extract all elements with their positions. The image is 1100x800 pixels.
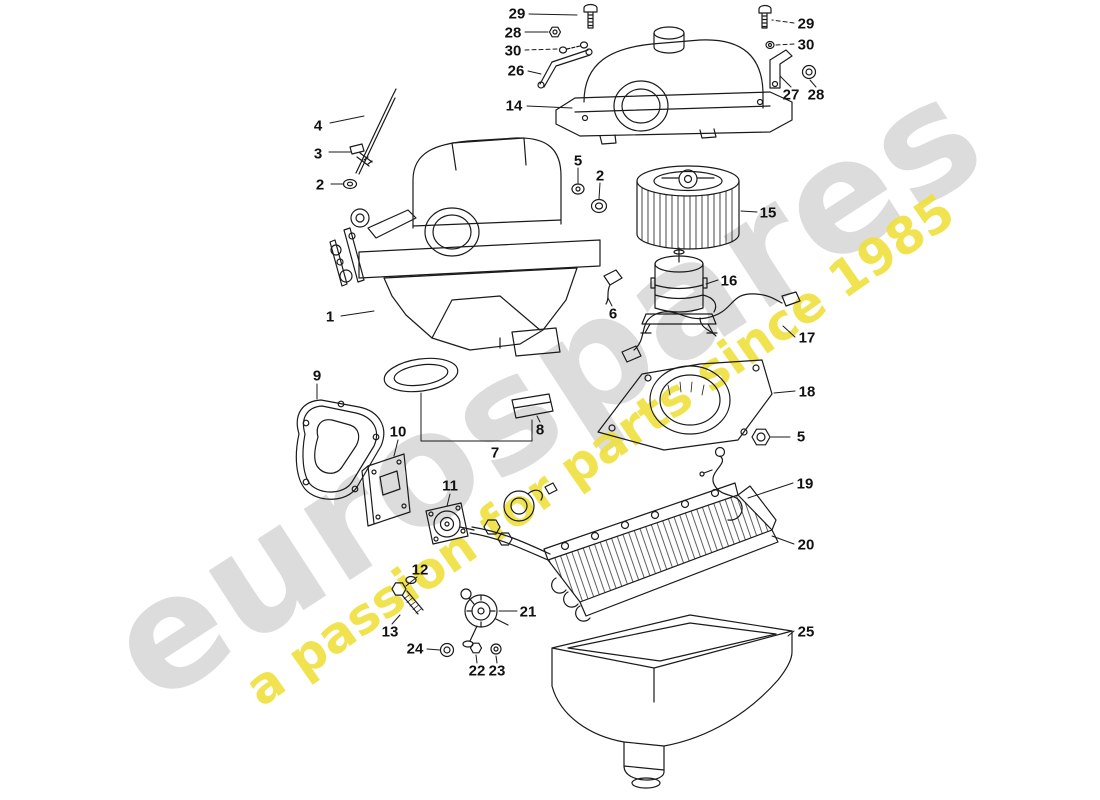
water-valve xyxy=(425,482,558,545)
part-callout-14[interactable]: 14 xyxy=(505,97,523,115)
washer-30-right xyxy=(765,40,775,50)
part-callout-30[interactable]: 30 xyxy=(504,42,522,60)
evaporator-core xyxy=(469,482,779,622)
bracket-27 xyxy=(769,49,793,89)
part-callout-7[interactable]: 7 xyxy=(490,444,500,462)
bolt-12-13 xyxy=(391,575,424,615)
nut-28-left xyxy=(548,26,562,38)
part-callout-24[interactable]: 24 xyxy=(406,640,424,658)
blower-cover xyxy=(555,26,793,145)
part-callout-9[interactable]: 9 xyxy=(312,367,322,385)
part-callout-28[interactable]: 28 xyxy=(504,24,522,42)
seal-plate xyxy=(295,399,385,500)
gasket-ring-7 xyxy=(383,357,459,393)
mounting-plate xyxy=(597,359,773,451)
leader-lines xyxy=(316,13,817,664)
blower-motor xyxy=(640,247,718,334)
part-callout-26[interactable]: 26 xyxy=(507,62,525,80)
part-callout-28[interactable]: 28 xyxy=(807,86,825,104)
nut-22 xyxy=(469,642,483,654)
part-callout-29[interactable]: 29 xyxy=(797,15,815,33)
part-callout-15[interactable]: 15 xyxy=(759,204,777,222)
bolt-29-right xyxy=(758,4,772,29)
part-callout-12[interactable]: 12 xyxy=(411,561,429,579)
part-callout-1[interactable]: 1 xyxy=(325,308,335,326)
washers-30-left xyxy=(558,41,589,54)
part-callout-2[interactable]: 2 xyxy=(595,167,605,185)
clip-6 xyxy=(603,269,623,305)
part-callout-30[interactable]: 30 xyxy=(797,36,815,54)
fan-wheel xyxy=(636,165,740,250)
grommet-28-right xyxy=(801,64,817,80)
part-callout-8[interactable]: 8 xyxy=(535,421,545,439)
part-callout-20[interactable]: 20 xyxy=(797,536,815,554)
expansion-valve xyxy=(460,588,509,648)
part-callout-5[interactable]: 5 xyxy=(796,428,806,446)
part-callout-6[interactable]: 6 xyxy=(608,305,618,323)
part-callout-11[interactable]: 11 xyxy=(442,477,458,495)
part-callout-3[interactable]: 3 xyxy=(313,145,323,163)
part-callout-19[interactable]: 19 xyxy=(796,475,814,493)
part-callout-2[interactable]: 2 xyxy=(315,176,325,194)
part-callout-10[interactable]: 10 xyxy=(389,423,407,441)
heater-housing xyxy=(329,137,601,357)
part-callout-21[interactable]: 21 xyxy=(519,603,537,621)
part-callout-4[interactable]: 4 xyxy=(313,117,323,135)
pad-8 xyxy=(511,393,554,419)
part-callout-23[interactable]: 23 xyxy=(488,662,506,680)
part-callout-29[interactable]: 29 xyxy=(508,5,526,23)
part-callout-25[interactable]: 25 xyxy=(797,623,815,641)
part-callout-5[interactable]: 5 xyxy=(573,152,583,170)
strap-bracket xyxy=(537,48,593,89)
wiring-harness xyxy=(621,291,801,363)
part-callout-13[interactable]: 13 xyxy=(381,623,399,641)
part-callout-17[interactable]: 17 xyxy=(798,329,816,347)
part-callout-16[interactable]: 16 xyxy=(720,272,738,290)
bracket-10 xyxy=(361,453,411,527)
washer-5-mid xyxy=(571,183,585,195)
grommet-2-mid xyxy=(590,198,608,214)
washer-23 xyxy=(490,643,502,655)
part-callout-27[interactable]: 27 xyxy=(782,86,800,104)
bolt-3 xyxy=(349,143,373,167)
bolt-29-left xyxy=(583,3,598,29)
nut-5-right xyxy=(751,428,771,446)
housing-tray xyxy=(551,614,793,789)
part-callout-22[interactable]: 22 xyxy=(468,662,486,680)
part-callout-18[interactable]: 18 xyxy=(798,383,816,401)
